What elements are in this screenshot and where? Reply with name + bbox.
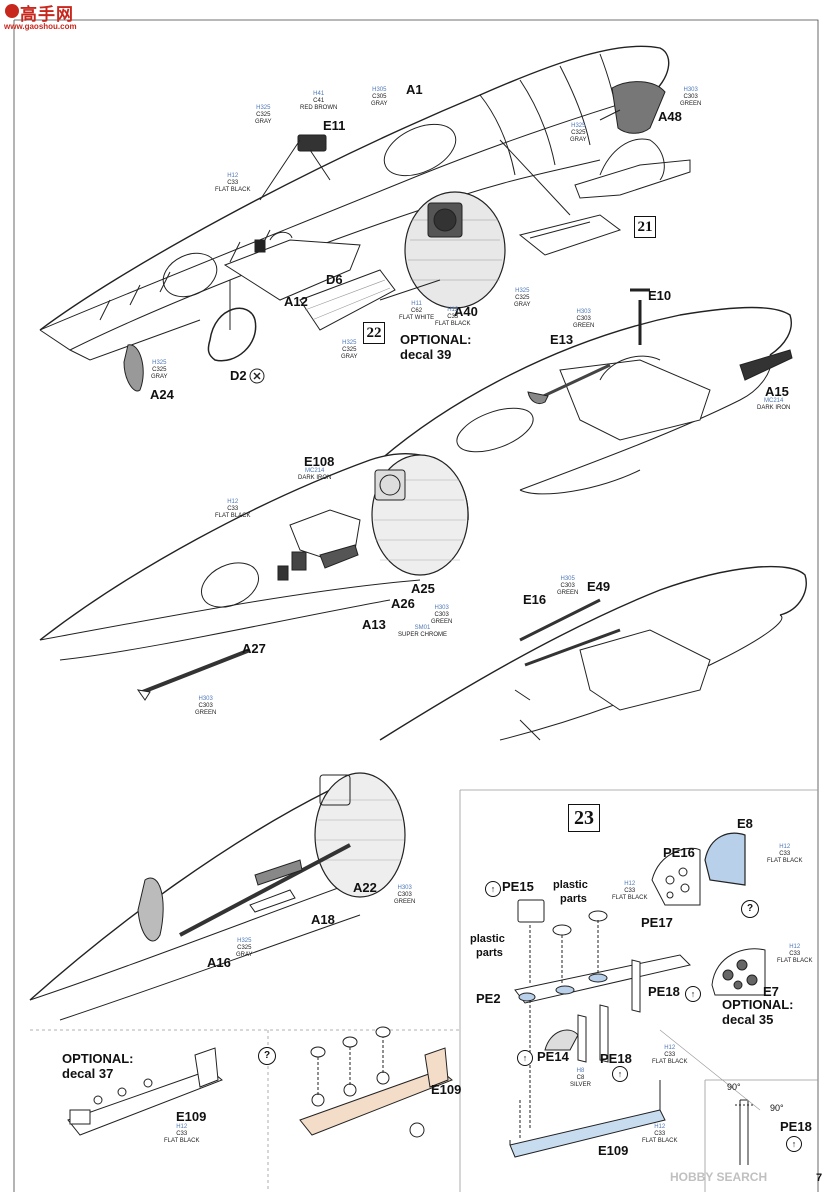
optional-note-37-line2: decal 37 [62, 1066, 114, 1081]
angle-label-1: 90° [727, 1082, 741, 1092]
question-mark-icon: ? [741, 900, 759, 918]
flip-arrow-icon: ↑ [612, 1066, 628, 1082]
part-label-e8: E8 [737, 816, 753, 831]
part-label-a18: A18 [311, 912, 335, 927]
part-label-pe2: PE2 [476, 991, 501, 1006]
part-label-d6: D6 [326, 272, 343, 287]
watermark: HOBBY SEARCH [670, 1170, 768, 1184]
step-number-21: 21 [634, 216, 656, 238]
part-label-e13: E13 [550, 332, 574, 347]
part-label-a27: A27 [242, 641, 266, 656]
part-label-a40: A40 [454, 304, 478, 319]
logo-text: 高手网 [20, 5, 74, 24]
part-label-e49: E49 [587, 579, 611, 594]
part-label-d2: D2 [230, 368, 247, 383]
step-number-23: 23 [568, 804, 600, 832]
plastic-parts-note-1b: parts [560, 893, 587, 905]
part-label-e109-mid: E109 [431, 1082, 462, 1097]
logo-url: www.gaoshou.com [4, 22, 77, 31]
question-mark-icon: ? [258, 1047, 276, 1065]
part-label-pe18-detail: PE18 [780, 1119, 812, 1134]
plastic-parts-note-1a: plastic [553, 879, 588, 891]
optional-note-39-line1: OPTIONAL: [400, 332, 472, 347]
part-label-pe15: PE15 [502, 879, 534, 894]
flip-arrow-icon: ↑ [786, 1136, 802, 1152]
part-label-pe18-mid: PE18 [600, 1051, 632, 1066]
part-label-e10: E10 [648, 288, 672, 303]
flip-arrow-icon: ↑ [517, 1050, 533, 1066]
part-label-a22: A22 [353, 880, 377, 895]
flip-arrow-icon: ↑ [485, 881, 501, 897]
logo-icon [5, 4, 19, 18]
part-label-e109-main: E109 [598, 1143, 629, 1158]
page-number: 7 [816, 1172, 823, 1184]
optional-note-35-line1: OPTIONAL: [722, 997, 794, 1012]
part-label-e109-left: E109 [176, 1109, 207, 1124]
plastic-parts-note-2a: plastic [470, 933, 505, 945]
part-label-a24: A24 [150, 387, 174, 402]
part-label-pe16: PE16 [663, 845, 695, 860]
optional-note-39-line2: decal 39 [400, 347, 452, 362]
part-label-a26: A26 [391, 596, 415, 611]
part-label-a16: A16 [207, 955, 231, 970]
part-label-pe18-top: PE18 [648, 984, 680, 999]
part-label-a12: A12 [284, 294, 308, 309]
flip-arrow-icon: ↑ [685, 986, 701, 1002]
site-logo [4, 2, 20, 25]
part-label-a48: A48 [658, 109, 682, 124]
part-label-e7: E7 [763, 984, 779, 999]
step-number-22: 22 [363, 322, 385, 344]
part-label-e108: E108 [304, 454, 335, 469]
optional-note-37-line1: OPTIONAL: [62, 1051, 134, 1066]
part-label-a25: A25 [411, 581, 435, 596]
part-label-pe17: PE17 [641, 915, 673, 930]
part-label-pe14: PE14 [537, 1049, 569, 1064]
part-label-a1: A1 [406, 82, 423, 97]
part-label-a13: A13 [362, 617, 386, 632]
optional-note-35-line2: decal 35 [722, 1012, 774, 1027]
angle-label-2: 90° [770, 1103, 784, 1113]
part-label-a15: A15 [765, 384, 789, 399]
part-label-e16: E16 [523, 592, 547, 607]
part-label-e11: E11 [323, 118, 346, 133]
plastic-parts-note-2b: parts [476, 947, 503, 959]
